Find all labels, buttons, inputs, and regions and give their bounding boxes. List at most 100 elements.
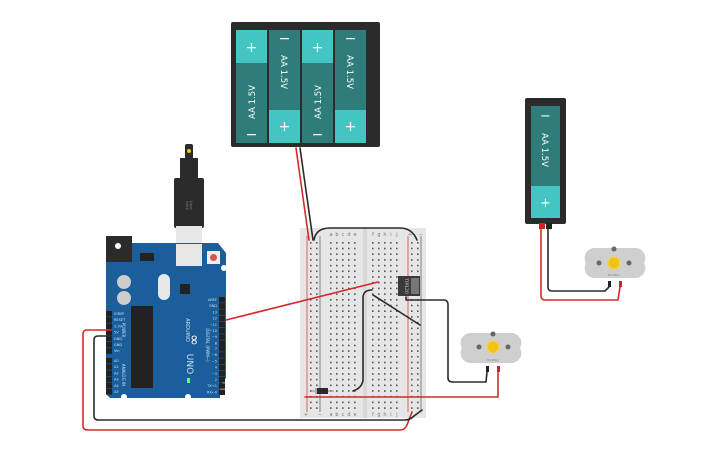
terminal-hole[interactable] — [384, 350, 386, 352]
terminal-hole[interactable] — [390, 310, 392, 312]
terminal-hole[interactable] — [354, 350, 356, 352]
rail-hole[interactable] — [316, 333, 318, 335]
rail-hole[interactable] — [316, 344, 318, 347]
terminal-hole[interactable] — [348, 242, 350, 244]
terminal-hole[interactable] — [390, 356, 392, 358]
terminal-hole[interactable] — [330, 242, 332, 244]
terminal-hole[interactable] — [384, 390, 386, 392]
terminal-hole[interactable] — [354, 338, 356, 341]
rail-hole[interactable] — [417, 390, 419, 392]
terminal-hole[interactable] — [330, 259, 332, 261]
rail-hole[interactable] — [310, 287, 312, 290]
terminal-hole[interactable] — [342, 356, 344, 358]
wire-black[interactable] — [405, 296, 488, 383]
wire-red[interactable] — [304, 371, 499, 398]
wire-black[interactable] — [547, 228, 610, 292]
dc-motor-2[interactable]: DC Motor — [584, 246, 646, 288]
header-pin[interactable] — [106, 348, 112, 354]
terminal-hole[interactable] — [378, 253, 380, 255]
rail-hole[interactable] — [310, 310, 312, 312]
terminal-hole[interactable] — [348, 390, 350, 392]
terminal-hole[interactable] — [348, 344, 350, 347]
terminal-hole[interactable] — [372, 247, 374, 250]
terminal-hole[interactable] — [384, 321, 386, 324]
terminal-hole[interactable] — [378, 316, 380, 318]
terminal-hole[interactable] — [372, 253, 374, 255]
terminal-hole[interactable] — [372, 390, 374, 392]
wire-red[interactable] — [295, 147, 310, 241]
rail-hole[interactable] — [316, 378, 318, 381]
terminal-hole[interactable] — [396, 242, 398, 244]
terminal-hole[interactable] — [348, 270, 350, 273]
terminal-hole[interactable] — [396, 321, 398, 324]
terminal-hole[interactable] — [372, 401, 374, 404]
header-pin[interactable] — [219, 328, 225, 334]
terminal-hole[interactable] — [330, 281, 332, 284]
terminal-hole[interactable] — [330, 327, 332, 330]
rail-hole[interactable] — [316, 299, 318, 301]
terminal-hole[interactable] — [384, 344, 386, 347]
terminal-hole[interactable] — [354, 304, 356, 307]
terminal-hole[interactable] — [330, 338, 332, 341]
terminal-hole[interactable] — [354, 299, 356, 301]
rail-hole[interactable] — [417, 270, 419, 273]
terminal-hole[interactable] — [342, 281, 344, 284]
terminal-hole[interactable] — [378, 356, 380, 358]
terminal-hole[interactable] — [348, 281, 350, 284]
terminal-hole[interactable] — [384, 384, 386, 387]
terminal-hole[interactable] — [354, 401, 356, 404]
terminal-hole[interactable] — [384, 367, 386, 369]
terminal-hole[interactable] — [384, 356, 386, 358]
terminal-hole[interactable] — [396, 299, 398, 301]
terminal-hole[interactable] — [390, 270, 392, 273]
header-pin[interactable] — [219, 309, 225, 315]
terminal-hole[interactable] — [342, 276, 344, 278]
terminal-hole[interactable] — [336, 373, 338, 375]
terminal-hole[interactable] — [378, 281, 380, 284]
terminal-hole[interactable] — [384, 304, 386, 307]
terminal-hole[interactable] — [378, 350, 380, 352]
terminal-hole[interactable] — [336, 344, 338, 347]
terminal-hole[interactable] — [348, 299, 350, 301]
rail-hole[interactable] — [411, 270, 413, 273]
terminal-hole[interactable] — [396, 281, 398, 284]
terminal-hole[interactable] — [378, 321, 380, 324]
rail-hole[interactable] — [417, 253, 419, 255]
rail-hole[interactable] — [310, 407, 312, 409]
header-pin[interactable] — [219, 303, 225, 309]
terminal-hole[interactable] — [396, 367, 398, 369]
terminal-hole[interactable] — [348, 350, 350, 352]
terminal-hole[interactable] — [330, 350, 332, 352]
terminal-hole[interactable] — [384, 378, 386, 381]
rail-hole[interactable] — [411, 407, 413, 409]
terminal-hole[interactable] — [348, 401, 350, 404]
header-pin[interactable] — [219, 334, 225, 340]
terminal-hole[interactable] — [378, 293, 380, 295]
header-pin[interactable] — [219, 315, 225, 322]
header-pin[interactable] — [106, 317, 112, 323]
terminal-hole[interactable] — [348, 310, 350, 312]
terminal-hole[interactable] — [348, 276, 350, 278]
terminal-hole[interactable] — [390, 344, 392, 347]
terminal-hole[interactable] — [396, 401, 398, 404]
terminal-hole[interactable] — [330, 276, 332, 278]
terminal-hole[interactable] — [336, 407, 338, 409]
terminal-hole[interactable] — [396, 373, 398, 375]
header-pin[interactable] — [219, 364, 225, 371]
terminal-hole[interactable] — [342, 264, 344, 267]
transistor-tip120[interactable]: TIP120 — [398, 276, 420, 296]
rail-hole[interactable] — [417, 264, 419, 267]
rail-hole[interactable] — [316, 281, 318, 284]
rail-hole[interactable] — [310, 281, 312, 284]
terminal-hole[interactable] — [396, 350, 398, 352]
rail-hole[interactable] — [316, 373, 318, 375]
terminal-hole[interactable] — [390, 242, 392, 244]
rail-hole[interactable] — [411, 259, 413, 261]
terminal-hole[interactable] — [378, 247, 380, 250]
rail-hole[interactable] — [411, 253, 413, 255]
terminal-hole[interactable] — [330, 344, 332, 347]
header-pin[interactable] — [106, 358, 112, 364]
terminal-hole[interactable] — [396, 293, 398, 295]
rail-hole[interactable] — [417, 327, 419, 330]
